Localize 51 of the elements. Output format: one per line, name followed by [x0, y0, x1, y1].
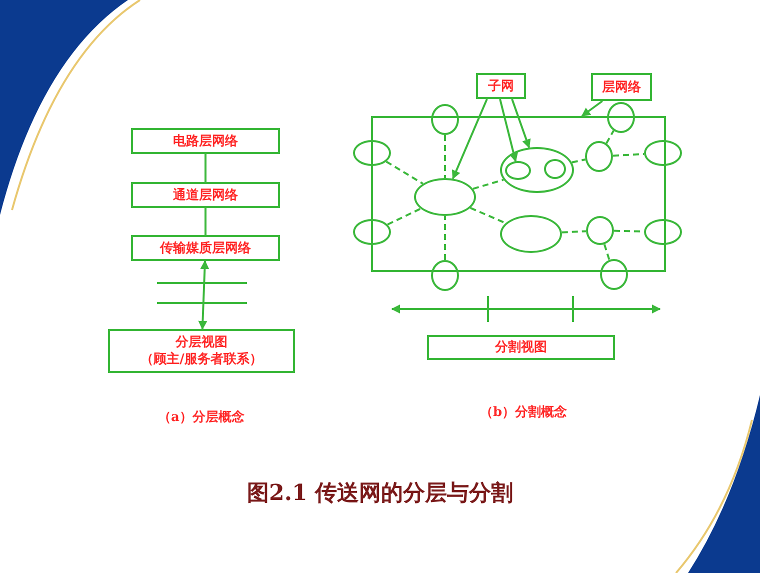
ellipse-node — [644, 140, 682, 166]
ellipse-node — [500, 215, 562, 253]
ellipse-node — [414, 178, 476, 216]
ellipse-node — [586, 216, 614, 245]
node-label: （顾主/服务者联系） — [140, 351, 262, 368]
ellipse-node — [431, 260, 459, 291]
label-box — [427, 335, 615, 360]
label-box — [476, 73, 526, 99]
arrow — [198, 260, 210, 330]
dashed-link — [386, 160, 424, 185]
node-label: 层网络 — [602, 78, 641, 96]
arrow — [511, 98, 531, 148]
ellipse-node — [353, 140, 391, 166]
ellipse-node — [431, 104, 459, 135]
figure-title: 图2.1 传送网的分层与分割 — [247, 480, 513, 506]
ellipse-node — [500, 147, 574, 193]
dashed-link — [387, 208, 422, 226]
node-label: 电路层网络 — [173, 132, 238, 150]
label-box — [131, 128, 280, 154]
dashed-link — [612, 153, 644, 157]
label-box — [131, 182, 280, 208]
arrow — [452, 98, 488, 180]
ellipse-node — [607, 102, 635, 133]
node-label: 子网 — [488, 78, 514, 94]
dashed-link — [470, 206, 506, 224]
node-label: 分层视图 — [176, 334, 228, 351]
arrow — [499, 98, 518, 162]
dashed-link — [603, 244, 610, 260]
connector-line — [204, 208, 206, 235]
dashed-link — [472, 178, 504, 190]
node-label: 通道层网络 — [173, 186, 238, 204]
connector-line — [204, 154, 206, 182]
dashed-link — [572, 158, 586, 164]
dashed-link — [444, 135, 446, 178]
dashed-link — [562, 230, 586, 234]
ellipse-node — [585, 141, 613, 172]
node-label: 传输媒质层网络 — [160, 240, 251, 256]
dashed-link — [444, 216, 446, 260]
ellipse-node — [505, 161, 531, 180]
caption-label: （b）分割概念 — [480, 404, 568, 421]
ellipse-node — [600, 259, 628, 290]
ellipse-node — [544, 159, 566, 179]
caption-label: （a）分层概念 — [158, 409, 244, 426]
label-box — [108, 329, 295, 373]
label-box — [591, 73, 652, 101]
label-box — [131, 235, 280, 261]
node-label: 分割视图 — [495, 339, 547, 356]
ellipse-node — [644, 219, 682, 245]
dashed-link — [606, 130, 614, 144]
ellipse-node — [353, 219, 391, 245]
arrow — [581, 100, 603, 117]
